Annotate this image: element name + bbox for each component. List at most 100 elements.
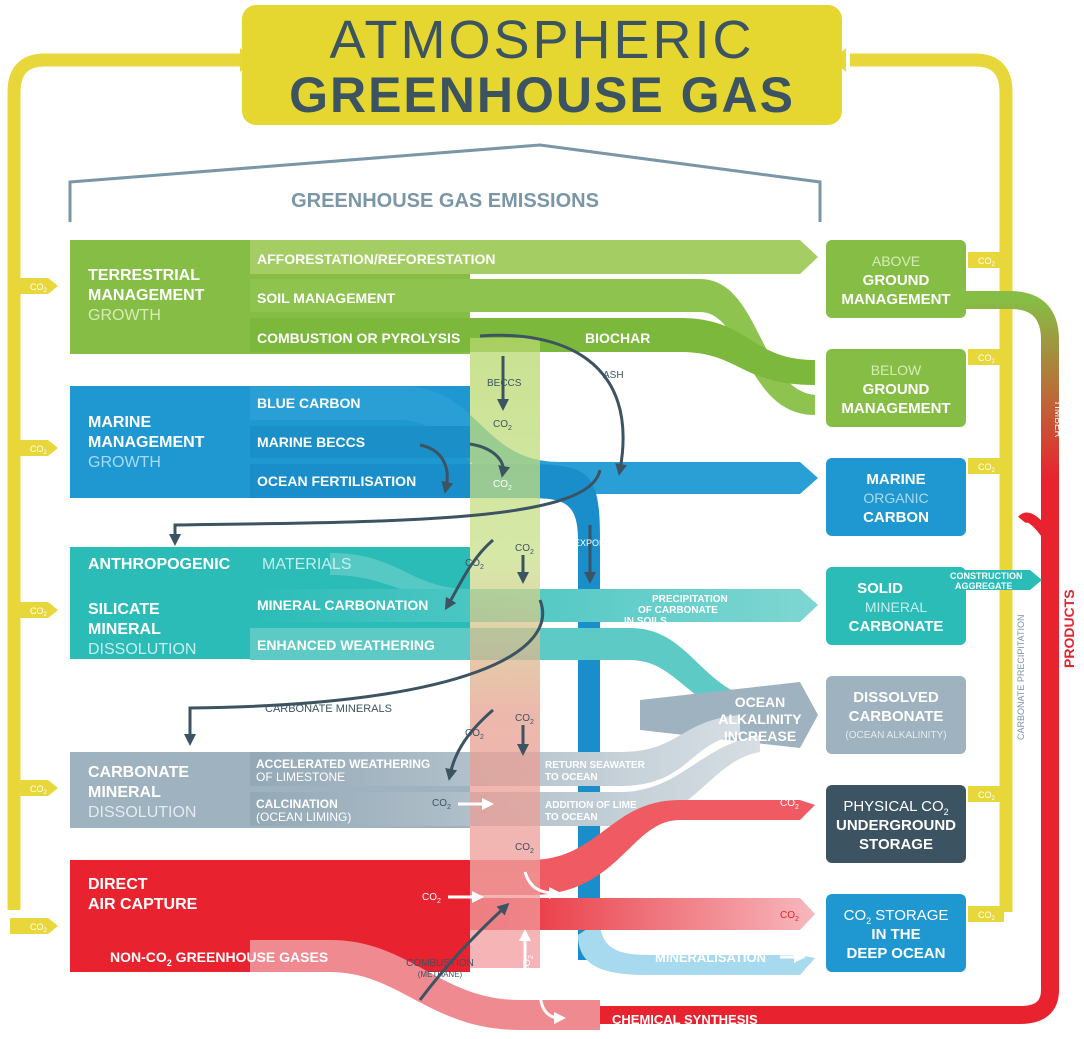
marine-row-1: BLUE CARBON (257, 395, 360, 411)
svg-text:CO2: CO2 (978, 462, 996, 474)
accel-weathering-flow (250, 715, 740, 786)
marine-row-3: OCEAN FERTILISATION (257, 473, 416, 489)
emissions-label: GREENHOUSE GAS EMISSIONS (291, 190, 599, 212)
marine-sub: GROWTH (88, 454, 161, 471)
svg-text:CO2: CO2 (780, 798, 799, 811)
marine-row-2: MARINE BECCS (257, 434, 365, 450)
svg-text:CO2: CO2 (978, 353, 996, 365)
construction-1: CONSTRUCTION (950, 571, 1023, 581)
above-l3: MANAGEMENT (841, 291, 950, 308)
timber-label: TIMBER (1052, 400, 1063, 438)
precip-label-2: OF CARBONATE (638, 605, 718, 616)
return-1: RETURN SEAWATER (545, 760, 646, 771)
silicate-title-1: SILICATE (88, 601, 160, 618)
ocean-alk-3: INCREASE (724, 728, 796, 744)
dac-title-2: AIR CAPTURE (88, 896, 198, 913)
marine-org-l2: ORGANIC (863, 490, 928, 506)
svg-text:CO2: CO2 (978, 256, 996, 268)
svg-text:CO2: CO2 (493, 479, 512, 492)
carbonate-row-2-sub: (OCEAN LIMING) (256, 810, 351, 824)
sink-below-ground (826, 349, 966, 427)
left-co2-tags (10, 278, 58, 934)
sink-above-ground (826, 240, 966, 318)
svg-text:CO2: CO2 (465, 728, 484, 741)
sink-marine-organic (826, 458, 966, 536)
calcination-flow (250, 735, 760, 826)
marine-org-l1: MARINE (866, 471, 925, 488)
svg-text:CO2: CO2 (522, 955, 535, 974)
title-line2: GREENHOUSE GAS (289, 67, 795, 123)
ash-label-1: ASH (603, 370, 624, 381)
precip-label-1: PRECIPITATION (652, 594, 728, 605)
anthro-sub: MATERIALS (262, 556, 352, 573)
svg-text:CO2: CO2 (432, 798, 451, 811)
dac-physical-flow (470, 800, 815, 895)
above-l2: GROUND (863, 272, 930, 289)
products-label: PRODUCTS (1061, 589, 1077, 668)
ash-label-2: ASH (422, 506, 443, 517)
sink-solid-mineral (826, 567, 966, 645)
construction-arrow (940, 570, 1042, 590)
precip-label-3: IN SOILS (624, 616, 667, 627)
deep-l2: IN THE (871, 926, 920, 943)
above-l1: ABOVE (872, 253, 920, 269)
below-l3: MANAGEMENT (841, 400, 950, 417)
title-banner (242, 5, 842, 125)
biochar-label: BIOCHAR (585, 330, 650, 346)
deep-l3: DEEP OCEAN (847, 945, 946, 962)
marine-title-2: MANAGEMENT (88, 434, 205, 451)
physical-l3: STORAGE (859, 836, 933, 853)
terrestrial-title-1: TERRESTRIAL (88, 267, 200, 284)
svg-text:CO2: CO2 (780, 910, 799, 923)
carbonate-sub: DISSOLUTION (88, 804, 196, 821)
right-co2-tag-text: CO2 CO2 CO2 CO2 CO2 (978, 256, 996, 922)
svg-text:CO2: CO2 (465, 558, 484, 571)
carbonate-title-2: MINERAL (88, 784, 161, 801)
dissolved-l2: CARBONATE (849, 708, 944, 725)
ocean-alk-2: ALKALINITY (718, 711, 802, 727)
mineralisation-flow (578, 920, 815, 975)
anthro-title: ANTHROPOGENIC (88, 556, 231, 573)
non-co2-label: NON-CO2 GREENHOUSE GASES (110, 949, 328, 968)
return-2: TO OCEAN (545, 772, 598, 783)
carbonate-row-1-sub: OF LIMESTONE (256, 770, 345, 784)
carbonate-row-2: CALCINATION (256, 797, 338, 811)
svg-text:CO2: CO2 (30, 282, 48, 294)
construction-2: AGGREGATE (955, 581, 1012, 591)
svg-text:CO2: CO2 (515, 842, 534, 855)
title-line1: ATMOSPHERIC (329, 10, 754, 70)
afforestation-flow (250, 240, 818, 274)
svg-text:CO2: CO2 (30, 922, 48, 934)
dissolved-l3: (OCEAN ALKALINITY) (845, 730, 946, 741)
carbonate-minerals-label: CARBONATE MINERALS (265, 703, 392, 715)
terrestrial-row-3: COMBUSTION OR PYROLYSIS (257, 330, 460, 346)
white-arrows (448, 798, 806, 1024)
svg-text:CO2: CO2 (422, 892, 441, 905)
marine-org-l3: CARBON (863, 509, 929, 526)
svg-text:CO2: CO2 (30, 784, 48, 796)
beccs-column (470, 338, 540, 968)
mineralisation-label: MINERALISATION (655, 950, 766, 965)
dac-deep-flow (470, 898, 815, 930)
chemical-label: CHEMICAL SYNTHESIS (612, 1012, 758, 1027)
carbonate-row-1: ACCELERATED WEATHERING (256, 757, 430, 771)
svg-text:CO2: CO2 (30, 444, 48, 456)
svg-text:CO2: CO2 (493, 419, 512, 432)
products-branch (1018, 512, 1055, 543)
ocean-alkalinity-arrow (640, 682, 818, 748)
solid-l1: SOLID (857, 580, 903, 597)
terrestrial-title-2: MANAGEMENT (88, 287, 205, 304)
dissolved-l1: DISSOLVED (853, 689, 939, 706)
sink-dissolved-carbonate (826, 676, 966, 754)
terrestrial-row-1: AFFORESTATION/REFORESTATION (257, 251, 496, 267)
sink-physical-storage (826, 785, 966, 863)
co2-markers: CO2 CO2 CO2 CO2 CO2 CO2 CO2 CO2 CO2 CO2 … (422, 419, 799, 974)
carbonate-title-1: CARBONATE (88, 764, 189, 781)
left-yellow-loop (7, 53, 252, 910)
blue-carbon-flow (250, 386, 818, 494)
soil-flow (250, 279, 815, 415)
physical-l1: PHYSICAL CO2 (843, 798, 948, 817)
flow-arrows (169, 333, 627, 1001)
